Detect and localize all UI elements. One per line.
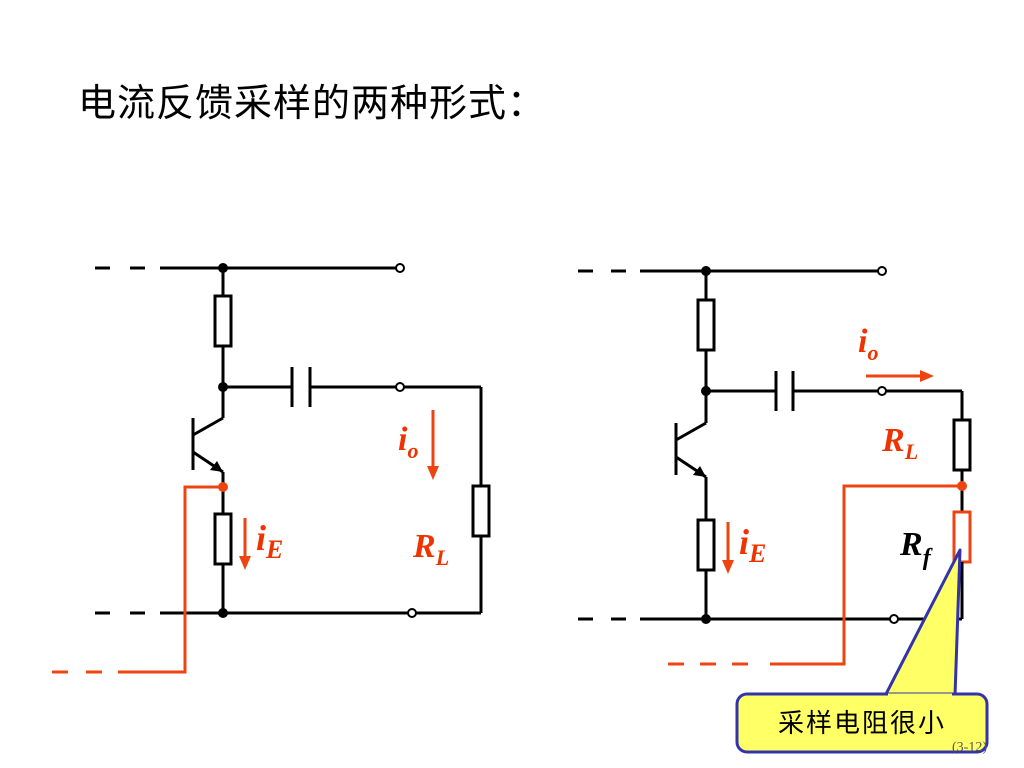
- left-emitter-resistor: [213, 512, 233, 566]
- right-transistor-collector: [675, 421, 707, 442]
- callout-text: 采样电阻很小: [777, 709, 946, 739]
- right-bottom-terminal: [889, 614, 899, 624]
- left-io-arrow-head: [427, 466, 439, 480]
- left-ie-arrow-head: [239, 556, 251, 570]
- left-output-terminal: [395, 382, 405, 392]
- left-load-resistor: [471, 484, 491, 538]
- left-top-terminal: [395, 263, 405, 273]
- page-number: (3-12): [952, 740, 987, 755]
- callout-box: [735, 692, 989, 754]
- right-sampling-node: [957, 481, 967, 491]
- right-emitter-resistor: [696, 518, 716, 572]
- right-emitter-arrow: [693, 466, 706, 477]
- right-io-arrow-head: [920, 370, 934, 382]
- left-bottom-node: [218, 608, 228, 618]
- right-load-resistor: [952, 418, 972, 472]
- right-rl-label: RL: [881, 422, 918, 464]
- right-collector-resistor: [696, 298, 716, 352]
- left-emitter-arrow: [210, 461, 223, 472]
- callout: [735, 548, 989, 754]
- left-feedback-path: [130, 485, 223, 674]
- page-title: 电流反馈采样的两种形式：: [78, 81, 547, 125]
- left-io-label: io: [398, 421, 418, 463]
- right-top-terminal: [877, 266, 887, 276]
- right-ie-arrow-head: [722, 560, 734, 574]
- right-output-terminal: [877, 386, 887, 396]
- right-rf-label: Rf: [899, 526, 933, 571]
- right-circuit: iE io RL Rf: [578, 266, 972, 666]
- left-rl-label: RL: [412, 528, 449, 570]
- left-collector-resistor: [213, 294, 233, 348]
- left-circuit: iE io RL: [52, 263, 491, 674]
- left-transistor-collector: [192, 416, 224, 437]
- left-bottom-terminal: [407, 608, 417, 618]
- right-bottom-node: [701, 614, 711, 624]
- right-feedback-path: [770, 484, 962, 666]
- left-ie-label: iE: [256, 518, 283, 564]
- right-io-label: io: [858, 323, 878, 365]
- right-ie-label: iE: [739, 522, 766, 568]
- left-sampling-node: [218, 482, 228, 492]
